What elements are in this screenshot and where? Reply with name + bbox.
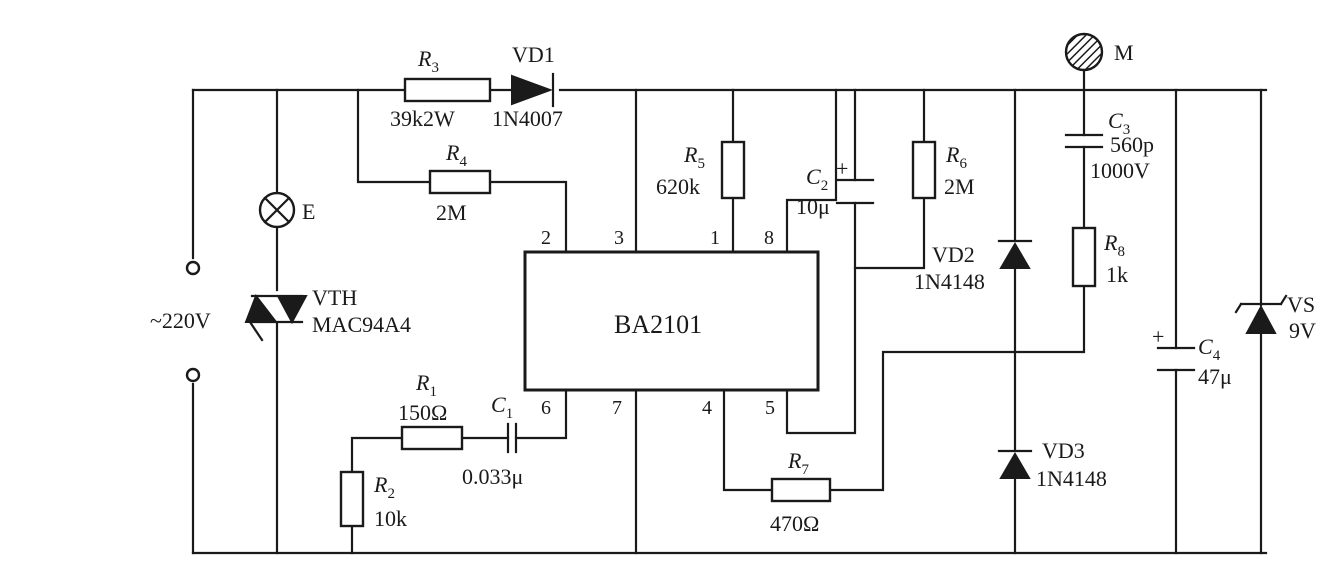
r1-ref-subscript: 1 bbox=[429, 384, 437, 400]
vs-value: 9V bbox=[1289, 318, 1316, 343]
c1-value: 0.033μ bbox=[462, 464, 523, 489]
r6-ref: R6 bbox=[945, 142, 967, 172]
ic-pin-8: 8 bbox=[764, 227, 774, 249]
ic-pin-5: 5 bbox=[765, 397, 775, 419]
ic-part-label: BA2101 bbox=[614, 310, 702, 339]
capacitor-c1: C1 0.033μ bbox=[462, 392, 523, 489]
ac-terminal-bottom bbox=[185, 367, 201, 383]
c2-ref-subscript: 2 bbox=[821, 178, 829, 194]
r5-value: 620k bbox=[656, 174, 700, 199]
r6-ref-subscript: 6 bbox=[959, 156, 967, 172]
r8-ref: R8 bbox=[1103, 230, 1125, 260]
r3-ref: R3 bbox=[417, 46, 439, 76]
c3-ref: C3 bbox=[1108, 108, 1130, 138]
r8-ref-subscript: 8 bbox=[1117, 244, 1125, 260]
ic-pin-1: 1 bbox=[710, 227, 720, 249]
c4-ref-letter: C bbox=[1198, 334, 1213, 359]
r1-ref-letter: R bbox=[415, 370, 430, 395]
r4-ref-letter: R bbox=[445, 140, 460, 165]
resistor-r5: R5 620k bbox=[656, 140, 746, 200]
ic-pin-2: 2 bbox=[541, 227, 551, 249]
r8-value: 1k bbox=[1106, 262, 1128, 287]
capacitor-c2: C2 + 10μ bbox=[796, 156, 875, 219]
r1-ref: R1 bbox=[415, 370, 437, 400]
r3-ref-letter: R bbox=[417, 46, 432, 71]
r3-ref-subscript: 3 bbox=[431, 60, 439, 76]
c4-ref: C4 bbox=[1198, 334, 1221, 364]
capacitor-c3: C3 560p 1000V bbox=[1064, 108, 1154, 183]
triac-ref: VTH bbox=[312, 285, 357, 310]
c2-value: 10μ bbox=[796, 194, 830, 219]
r8-ref-letter: R bbox=[1103, 230, 1118, 255]
c2-ref-letter: C bbox=[806, 164, 821, 189]
zener-vs: VS 9V bbox=[1234, 292, 1316, 343]
resistor-r4: R4 2M bbox=[428, 140, 492, 225]
capacitor-c4: + C4 47μ bbox=[1152, 324, 1232, 389]
r7-ref-subscript: 7 bbox=[801, 462, 809, 478]
vd2-part: 1N4148 bbox=[914, 269, 985, 294]
resistor-r3: R3 39k2W bbox=[390, 46, 492, 131]
c2-ref: C2 bbox=[806, 164, 828, 194]
c4-polarity: + bbox=[1152, 324, 1164, 349]
r2-ref-letter: R bbox=[373, 472, 388, 497]
diode-vd3: VD3 1N4148 bbox=[997, 438, 1107, 491]
touch-label: M bbox=[1114, 40, 1134, 65]
resistor-r8: R8 1k bbox=[1071, 226, 1128, 288]
lamp-e: E bbox=[258, 191, 315, 229]
r6-ref-letter: R bbox=[945, 142, 960, 167]
c1-ref: C1 bbox=[491, 392, 513, 422]
ic-pin-7: 7 bbox=[612, 397, 622, 419]
c1-ref-letter: C bbox=[491, 392, 506, 417]
c2-polarity: + bbox=[836, 156, 848, 181]
r4-ref-subscript: 4 bbox=[459, 154, 467, 170]
triac-vth: VTH MAC94A4 bbox=[244, 285, 411, 342]
resistor-r7: R7 470Ω bbox=[770, 448, 832, 536]
c3-voltage: 1000V bbox=[1090, 158, 1150, 183]
r7-ref: R7 bbox=[787, 448, 809, 478]
lamp-label: E bbox=[302, 199, 315, 224]
r5-ref-letter: R bbox=[683, 142, 698, 167]
r2-value: 10k bbox=[374, 506, 407, 531]
r2-ref-subscript: 2 bbox=[387, 486, 395, 502]
r1-value: 150Ω bbox=[398, 400, 447, 425]
r7-ref-letter: R bbox=[787, 448, 802, 473]
ic-pin-3: 3 bbox=[614, 227, 624, 249]
touch-electrode-m: M bbox=[1064, 32, 1134, 72]
ic-pin-6: 6 bbox=[541, 397, 551, 419]
vd3-ref: VD3 bbox=[1042, 438, 1085, 463]
supply-label: ~220V bbox=[150, 308, 211, 333]
c4-value: 47μ bbox=[1198, 364, 1232, 389]
vd1-ref: VD1 bbox=[512, 42, 555, 67]
c3-value: 560p bbox=[1110, 132, 1154, 157]
vd3-part: 1N4148 bbox=[1036, 466, 1107, 491]
r2-ref: R2 bbox=[373, 472, 395, 502]
c1-ref-subscript: 1 bbox=[506, 406, 514, 422]
triac-part: MAC94A4 bbox=[312, 312, 411, 337]
vs-ref: VS bbox=[1287, 292, 1315, 317]
r7-value: 470Ω bbox=[770, 511, 819, 536]
r4-ref: R4 bbox=[445, 140, 467, 170]
c3-ref-subscript: 3 bbox=[1123, 122, 1131, 138]
r4-value: 2M bbox=[436, 200, 467, 225]
vd2-ref: VD2 bbox=[932, 242, 975, 267]
r3-value: 39k2W bbox=[390, 106, 455, 131]
ic-ba2101: BA2101 2 3 1 8 6 7 4 5 bbox=[523, 227, 820, 419]
resistor-r1: R1 150Ω bbox=[398, 370, 464, 451]
r5-ref: R5 bbox=[683, 142, 705, 172]
diode-vd2: VD2 1N4148 bbox=[914, 239, 1033, 294]
c4-ref-subscript: 4 bbox=[1213, 348, 1221, 364]
ic-pin-4: 4 bbox=[702, 397, 712, 419]
resistor-r6: R6 2M bbox=[911, 140, 975, 200]
resistor-r2: R2 10k bbox=[339, 470, 407, 531]
r5-ref-subscript: 5 bbox=[697, 156, 705, 172]
wires bbox=[191, 68, 1268, 555]
r6-value: 2M bbox=[944, 174, 975, 199]
ac-terminal-top bbox=[185, 260, 201, 276]
vd1-part: 1N4007 bbox=[492, 106, 563, 131]
diode-vd1: VD1 1N4007 bbox=[492, 42, 563, 131]
c3-ref-letter: C bbox=[1108, 108, 1123, 133]
